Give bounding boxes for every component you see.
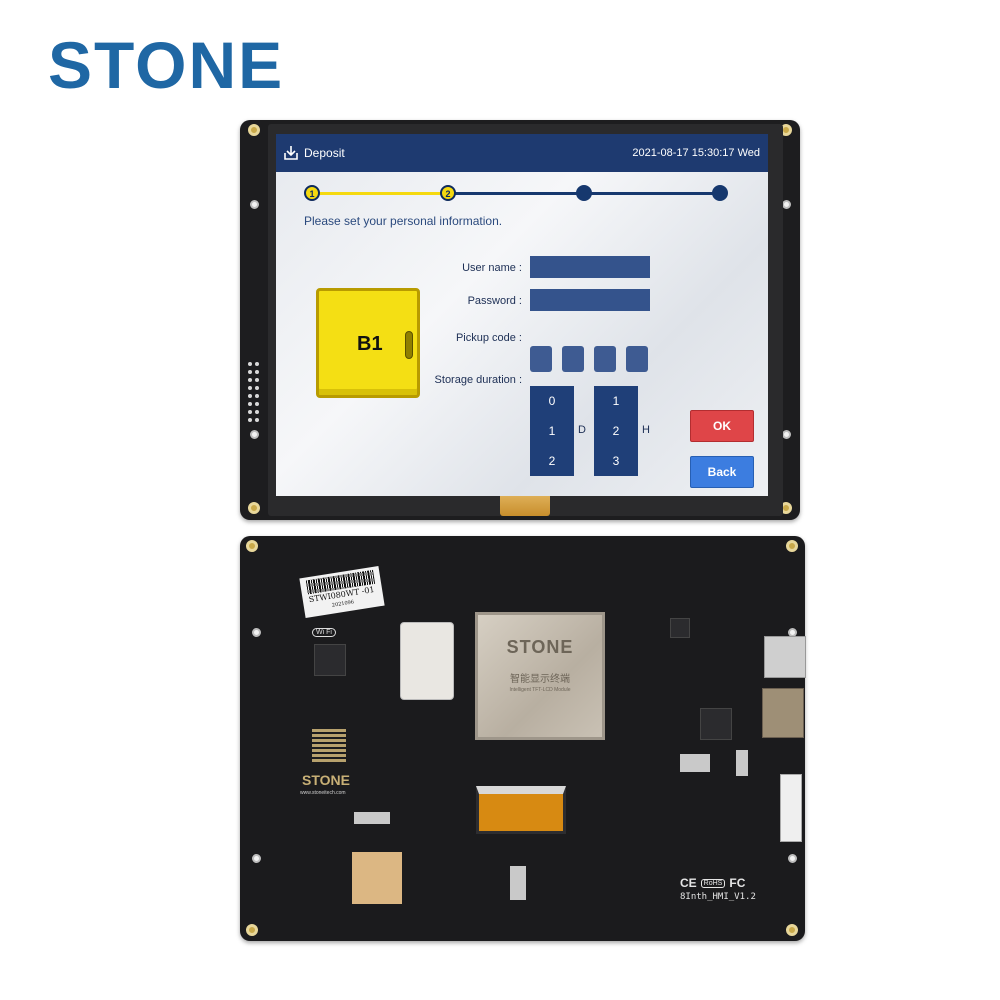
certifications: CE RoHS FC: [680, 876, 745, 890]
pcb-brand: STONE: [302, 772, 350, 788]
smd-component: [736, 750, 748, 776]
step-line-done: [312, 192, 452, 195]
board-revision: 8Inth_HMI_V1.2: [680, 892, 756, 902]
mount-hole: [246, 540, 258, 552]
driver-chip: [700, 708, 732, 740]
days-option: 2: [548, 454, 556, 468]
fcc-mark: FC: [729, 876, 746, 890]
step-3: [576, 185, 592, 201]
display-module-front: Deposit 2021-08-17 15:30:17 Wed 1 2 Plea…: [240, 120, 800, 520]
days-picker[interactable]: 0 1 2: [530, 386, 574, 476]
user-name-label: User name :: [462, 262, 522, 274]
mount-hole: [250, 200, 259, 209]
password-input[interactable]: [530, 289, 650, 311]
battery-holder: [400, 622, 454, 700]
pickup-code-digit-1[interactable]: [530, 346, 552, 372]
fpc-connector: [354, 812, 390, 824]
instruction-text: Please set your personal information.: [304, 214, 503, 228]
smd-connector: [680, 754, 710, 772]
chip-english-label: Intelligent TFT-LCD Module: [509, 687, 571, 693]
qr-code: [312, 728, 346, 762]
wifi-badge: Wi Fi: [312, 628, 336, 637]
main-processor: STONE 智能显示终端 Intelligent TFT-LCD Module: [475, 612, 605, 740]
display-module-back: STWI080WT -01 2021096 Wi Fi STONE 智能显示终端…: [240, 536, 806, 941]
chip-chinese-label: 智能显示终端: [510, 674, 570, 685]
touch-panel-flex: [500, 492, 550, 516]
locker-label: B1: [357, 333, 383, 355]
mount-hole: [252, 628, 261, 637]
ok-button[interactable]: OK: [690, 410, 754, 442]
password-label: Password :: [467, 295, 522, 307]
ce-mark: CE: [680, 876, 697, 890]
days-option: 1: [548, 424, 556, 438]
mount-hole: [252, 854, 261, 863]
mount-hole: [248, 124, 260, 136]
pickup-code-digit-3[interactable]: [594, 346, 616, 372]
date-code: 2021096: [331, 599, 355, 609]
step-2: 2: [440, 185, 456, 201]
download-icon: [284, 145, 298, 161]
sd-card-slot: [762, 688, 804, 738]
pickup-code-label: Pickup code :: [455, 332, 522, 344]
hmi-datetime: 2021-08-17 15:30:17 Wed: [632, 147, 760, 159]
hours-picker[interactable]: 1 2 3: [594, 386, 638, 476]
pickup-code-digit-4[interactable]: [626, 346, 648, 372]
serial-label: STWI080WT -01 2021096: [299, 565, 385, 619]
hours-option: 2: [612, 424, 620, 438]
progress-stepper: 1 2: [304, 184, 728, 202]
mount-hole: [248, 502, 260, 514]
days-unit: D: [578, 424, 586, 436]
hmi-title: Deposit: [304, 146, 345, 160]
step-4: [712, 185, 728, 201]
chip-brand: STONE: [506, 637, 574, 657]
mount-hole: [246, 924, 258, 936]
rohs-mark: RoHS: [700, 878, 726, 888]
pickup-code-digit-2[interactable]: [562, 346, 584, 372]
inductor: [670, 618, 690, 638]
mount-hole: [782, 200, 791, 209]
days-option: 0: [548, 394, 556, 408]
pin-header: [248, 360, 276, 424]
wifi-chip: [314, 644, 346, 676]
mount-hole: [786, 924, 798, 936]
mount-hole: [788, 854, 797, 863]
mount-hole: [786, 540, 798, 552]
hmi-screen: Deposit 2021-08-17 15:30:17 Wed 1 2 Plea…: [276, 134, 768, 496]
brand-logo: STONE: [48, 28, 285, 102]
lcd-ffc-connector: [476, 786, 566, 834]
usb-port: [764, 636, 806, 678]
hours-unit: H: [642, 424, 650, 436]
copper-pad: [352, 852, 402, 904]
back-button[interactable]: Back: [690, 456, 754, 488]
user-name-input[interactable]: [530, 256, 650, 278]
step-1: 1: [304, 185, 320, 201]
hmi-header: Deposit 2021-08-17 15:30:17 Wed: [276, 134, 768, 172]
mount-hole: [250, 430, 259, 439]
pcb-url: www.stoneitech.com: [300, 790, 346, 796]
serial-connector: [780, 774, 802, 842]
hours-option: 1: [612, 394, 620, 408]
hours-option: 3: [612, 454, 620, 468]
storage-duration-label: Storage duration :: [434, 374, 522, 386]
mount-hole: [782, 430, 791, 439]
touch-fpc: [510, 866, 526, 900]
locker-card[interactable]: B1: [316, 288, 420, 398]
locker-handle-icon: [405, 331, 413, 359]
